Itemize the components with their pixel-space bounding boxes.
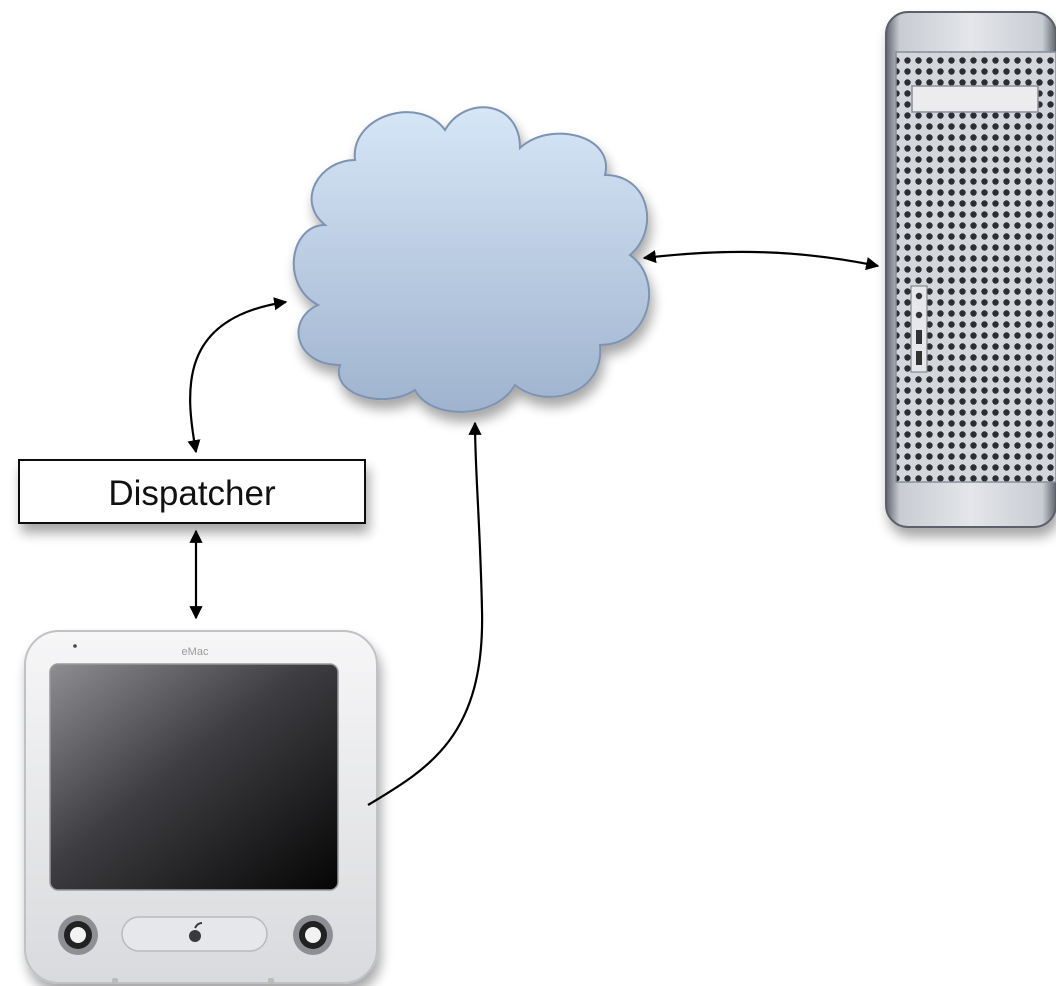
tower-server-icon [885, 11, 1056, 528]
emac-brand-label: eMac [182, 646, 209, 658]
emac-computer-icon: eMac [24, 630, 378, 984]
edge-dispatcher-network [187, 297, 288, 454]
cloud-icon [292, 106, 651, 413]
dispatcher-box: Dispatcher [18, 459, 366, 524]
right-speaker-icon [293, 915, 333, 955]
edges [187, 250, 880, 806]
edge-client-network [367, 421, 484, 806]
left-speaker-icon [58, 915, 98, 955]
edge-network-server [642, 250, 880, 271]
apple-logo-icon [189, 922, 203, 942]
dispatcher-label: Dispatcher [108, 474, 276, 513]
